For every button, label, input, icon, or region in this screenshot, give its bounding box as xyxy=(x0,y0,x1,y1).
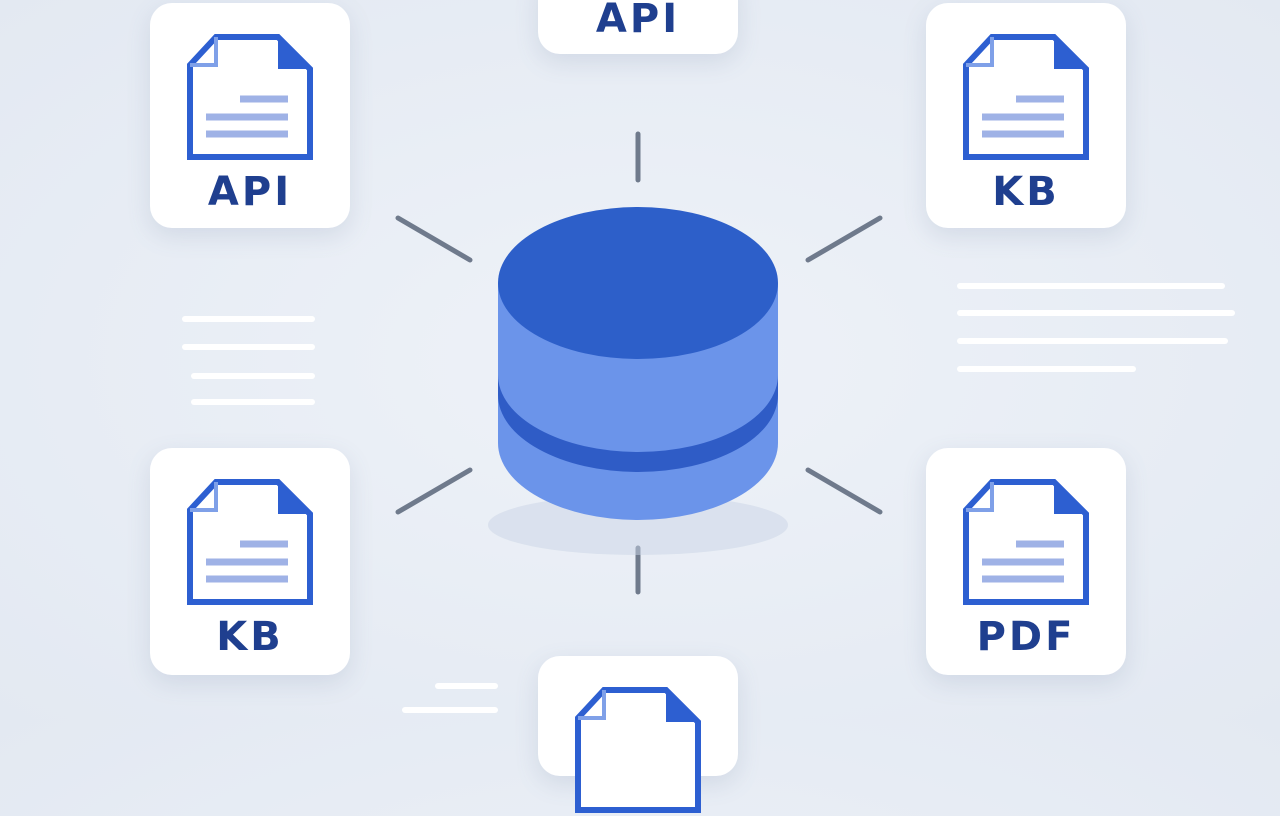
document-icon xyxy=(963,34,1089,160)
decor-lines xyxy=(182,283,1235,713)
card-label: API xyxy=(595,0,681,42)
source-card[interactable]: PDF xyxy=(926,448,1126,675)
card-label: API xyxy=(207,169,293,215)
scene-background xyxy=(182,131,1235,713)
document-icon xyxy=(187,479,313,605)
source-card[interactable]: KB xyxy=(926,3,1126,228)
source-card[interactable]: KB xyxy=(150,448,350,675)
card-label: PDF xyxy=(976,614,1076,660)
source-card[interactable]: API xyxy=(150,3,350,228)
card-label: KB xyxy=(216,614,284,660)
spoke-bottom-right xyxy=(805,467,883,515)
card-label: KB xyxy=(992,169,1060,215)
database-icon xyxy=(488,207,788,555)
source-card[interactable]: API xyxy=(538,0,738,54)
spoke-bottom-left xyxy=(395,467,473,515)
source-card[interactable] xyxy=(538,656,738,813)
document-icon xyxy=(575,687,701,813)
spoke-top-right xyxy=(805,215,883,263)
document-icon xyxy=(963,479,1089,605)
document-icon xyxy=(187,34,313,160)
spoke-top-left xyxy=(395,215,473,263)
spokes xyxy=(395,131,883,595)
